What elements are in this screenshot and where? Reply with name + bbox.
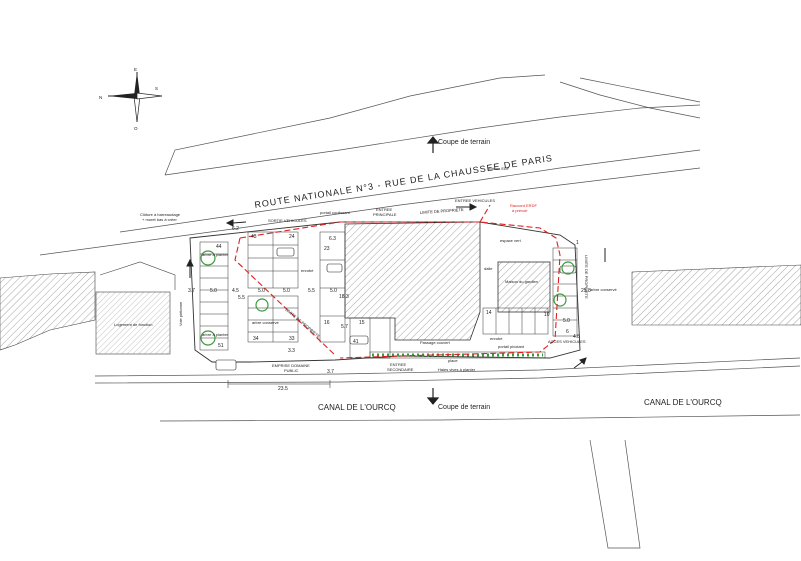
entree-vehicules-label: ENTREE VEHICULES [455, 198, 495, 203]
dim-48: 4.8 [573, 334, 580, 340]
arbre-conserve-left: arbre conservé [252, 320, 279, 325]
cloture-label: Clôture à barreaudage [140, 212, 181, 217]
haies-label: Haies vives à planter [438, 367, 476, 372]
canal-right: CANAL DE L'OURCQ [644, 398, 722, 407]
space-6: 6 [566, 329, 569, 335]
north-arrow-icon: E N S O [99, 67, 163, 131]
dim-50b: 5.0 [258, 288, 265, 294]
espace-vert-label: espace vert [500, 238, 522, 243]
compass-e: E [134, 67, 137, 72]
dim-62: 6.2 [232, 226, 239, 232]
dim-57: 5.7 [341, 324, 348, 330]
dim-235: 23.5 [278, 386, 288, 392]
arbre-planter-bottom: arbre à planter [202, 332, 229, 337]
dimension-235 [227, 380, 331, 388]
dim-18: 18.3 [339, 294, 349, 300]
dim-50c: 5.0 [283, 288, 290, 294]
space-43: 43 [251, 234, 257, 240]
raccord-label: Raccord ERDF [510, 203, 537, 208]
car-icon [215, 247, 577, 371]
maison-label: Maison du gardien [505, 279, 538, 284]
road-lines [39, 74, 701, 256]
compass-s: S [155, 86, 158, 91]
entree-principale-label: ENTREE [376, 207, 393, 212]
space-1: 1 [576, 240, 579, 246]
neighbour-right [631, 264, 801, 326]
portail-pivotant-label: portail pivotant [498, 344, 525, 349]
dalle-label: dalle [484, 266, 493, 271]
section-bottom: Coupe de terrain [438, 404, 490, 411]
section-markers [426, 136, 440, 405]
dim-55: 5.5 [238, 295, 245, 301]
dim-55b: 5.5 [308, 288, 315, 294]
space-24: 24 [289, 234, 295, 240]
compass-o: O [134, 126, 138, 131]
property-limit [234, 204, 561, 359]
sortie-label: SORTIE VEHICULES [268, 218, 307, 223]
arbre-planter-top: arbre à planter [202, 252, 229, 257]
canal-lines [94, 357, 801, 549]
hedge [369, 351, 546, 359]
voie-label: Voie piétonne [178, 301, 183, 326]
enrobe-label: enrobé [301, 268, 314, 273]
emprise-label: EMPRISE DOMAINE [272, 363, 310, 368]
logement-label: Logement de fonction [114, 322, 152, 327]
acces-label: ACCES VEHICULES [548, 339, 586, 344]
compass-n: N [99, 95, 102, 100]
limite-right-label: LIMITE DE PROPRIETE [584, 255, 589, 299]
tree-icon [200, 250, 575, 346]
canal-left: CANAL DE L'OURCQ [318, 403, 396, 412]
dim-37b: 3.7 [327, 369, 334, 375]
road-title: ROUTE NATIONALE N°3 - RUE DE LA CHAUSSEE… [254, 153, 554, 210]
space-15: 15 [359, 320, 365, 326]
dim-50e: 5.0 [563, 318, 570, 324]
poteau-label: poteau EDF [488, 166, 510, 171]
space-51: 51 [218, 343, 224, 349]
dim-37: 3.7 [188, 288, 195, 294]
entree-secondaire-label-2: SECONDAIRE [387, 367, 414, 372]
space-10: 10 [544, 312, 550, 318]
space-16: 16 [324, 320, 330, 326]
entree-principale-label-2: PRINCIPALE [373, 212, 397, 217]
cloture-label-2: + muret bas à créer [142, 217, 177, 222]
dim-50a: 5.0 [210, 288, 217, 294]
emprise-label-2: PUBLIC [284, 368, 299, 373]
space-41: 41 [353, 339, 359, 345]
limite-top-label: LIMITE DE PROPRIETE [420, 207, 464, 215]
passage-label: Passage couvert [420, 340, 451, 345]
dim-33: 3.3 [288, 348, 295, 354]
section-top: Coupe de terrain [438, 139, 490, 146]
space-23: 23 [324, 246, 330, 252]
portail-coulissant-label: portail coulissant [320, 210, 351, 215]
enrobe-label-2: enrobé [490, 336, 503, 341]
dim-45: 4.5 [232, 288, 239, 294]
space-34: 34 [253, 336, 259, 342]
dim-258: 25.8 [581, 288, 591, 294]
arrow-icons [186, 203, 606, 369]
space-14: 14 [486, 310, 492, 316]
dim-63: 6.3 [329, 236, 336, 242]
space-33: 33 [289, 336, 295, 342]
dim-50d: 5.0 [330, 288, 337, 294]
entree-secondaire-label: ENTREE [390, 362, 407, 367]
raccord-label-2: à prévoir [512, 208, 528, 213]
space-44: 44 [216, 244, 222, 250]
place-label: place [448, 358, 458, 363]
neighbour-left: Logement de fonction [0, 261, 176, 355]
arbre-conserve-right: arbre conservé [590, 287, 617, 292]
